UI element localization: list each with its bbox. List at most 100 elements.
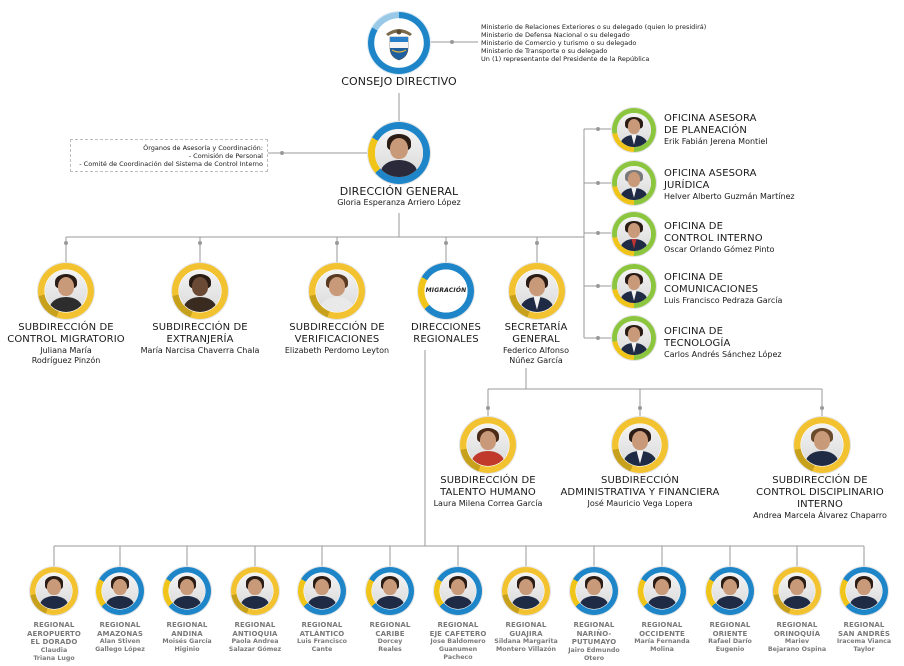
direccion-general: DIRECCIÓN GENERAL Gloria Esperanza Arrie… bbox=[300, 186, 498, 208]
regional-photo bbox=[366, 567, 414, 615]
regional-title: REGIONAL bbox=[505, 621, 547, 629]
regional-title: REGIONAL bbox=[33, 621, 75, 629]
sub-title: SUBDIRECCIÓN bbox=[601, 475, 679, 486]
oficina-juridica: OFICINA ASESORA JURÍDICA Helver Alberto … bbox=[664, 168, 802, 202]
oficina-name: Carlos Andrés Sánchez López bbox=[664, 350, 782, 359]
sub-title: EXTRANJERÍA bbox=[166, 334, 234, 345]
regional-photo bbox=[298, 567, 346, 615]
sub-title: SUBDIRECCIÓN DE bbox=[440, 475, 536, 486]
regional-name: Rafael Darío bbox=[708, 638, 752, 645]
regional-name: Otero bbox=[583, 654, 605, 662]
oficina-name: Oscar Orlando Gómez Pinto bbox=[664, 245, 775, 254]
regional-title: REGIONAL bbox=[573, 621, 615, 629]
organos-heading: Órganos de Asesoría y Coordinación: bbox=[143, 144, 263, 152]
sub-name: Elizabeth Perdomo Leyton bbox=[284, 346, 390, 355]
oficina-title: COMUNICACIONES bbox=[664, 284, 759, 295]
sub-name: María Narcisa Chaverra Chala bbox=[140, 346, 260, 355]
consejo-members-list: Ministerio de Relaciones Exteriores o su… bbox=[481, 23, 721, 63]
oficina-planeacion: OFICINA ASESORA DE PLANEACIÓN Erik Fabiá… bbox=[664, 113, 802, 147]
sub-name: Juliana María bbox=[40, 346, 92, 355]
regional-title: REGIONAL bbox=[301, 621, 343, 629]
oficina-title: OFICINA ASESORA bbox=[664, 168, 757, 179]
regional-name: Cante bbox=[311, 646, 333, 653]
direccion-title: DIRECCIÓN GENERAL bbox=[339, 185, 459, 198]
regional-name: Gallego López bbox=[95, 646, 145, 653]
regional-name: Claudia bbox=[40, 646, 68, 654]
regional-title: REGIONAL bbox=[641, 621, 683, 629]
regional-photo bbox=[706, 567, 754, 615]
regional-name: Eugenio bbox=[715, 646, 745, 653]
regional-title: ORINOQUÍA bbox=[773, 629, 821, 638]
regional-title: REGIONAL bbox=[234, 621, 276, 629]
regional-title: ANDINA bbox=[171, 629, 203, 638]
colombia-shield-emblem bbox=[368, 12, 430, 74]
regional-name: Montero Villazón bbox=[496, 646, 556, 653]
organos-asesoria-box: Órganos de Asesoría y Coordinación: - Co… bbox=[70, 139, 268, 172]
consejo-member: Ministerio de Relaciones Exteriores o su… bbox=[481, 23, 707, 31]
regional-name: Jose Baldomero bbox=[430, 638, 486, 645]
regional-title: REGIONAL bbox=[776, 621, 818, 629]
regional-title: ATLÁNTICO bbox=[299, 629, 345, 638]
regional-photo bbox=[840, 567, 888, 615]
regional-title: AEROPUERTO bbox=[27, 629, 81, 638]
direccion-general-photo bbox=[368, 122, 430, 184]
regional-photo bbox=[434, 567, 482, 615]
oficina-title: TECNOLOGÍA bbox=[664, 338, 731, 349]
regional-photo bbox=[773, 567, 821, 615]
sub-title: SUBDIRECCIÓN DE bbox=[772, 475, 868, 486]
sub-verificaciones: SUBDIRECCIÓN DE VERIFICACIONES Elizabeth… bbox=[270, 322, 404, 356]
oficina-control-interno-photo bbox=[612, 212, 656, 256]
regional-title: REGIONAL bbox=[709, 621, 751, 629]
sub-title: SUBDIRECCIÓN DE bbox=[18, 322, 114, 333]
sub-name: Núñez García bbox=[509, 356, 563, 365]
oficina-tecnologia-photo bbox=[612, 316, 656, 360]
sub-title: VERIFICACIONES bbox=[294, 334, 380, 345]
regional-name: Moisés García bbox=[162, 638, 212, 645]
sub-control-migratorio-photo bbox=[38, 263, 94, 319]
sub-name: Rodríguez Pinzón bbox=[31, 356, 101, 365]
regional-title: REGIONAL bbox=[99, 621, 141, 629]
regional-title: REGIONAL bbox=[166, 621, 208, 629]
oficina-control-interno: OFICINA DE CONTROL INTERNO Oscar Orlando… bbox=[664, 221, 802, 255]
oficina-comunicaciones: OFICINA DE COMUNICACIONES Luis Francisco… bbox=[664, 272, 802, 306]
regional-photo bbox=[570, 567, 618, 615]
sub-title: TALENTO HUMANO bbox=[440, 487, 536, 498]
oficina-title: OFICINA DE bbox=[664, 221, 724, 232]
secretaria-general-photo bbox=[509, 263, 565, 319]
oficina-title: DE PLANEACIÓN bbox=[664, 125, 747, 136]
regional-name: Dorcey bbox=[377, 638, 403, 645]
regional-title: NARIÑO- bbox=[576, 629, 612, 638]
regional-photo bbox=[163, 567, 211, 615]
regional-name: Salazar Gómez bbox=[228, 646, 282, 653]
regional-title: REGIONAL bbox=[437, 621, 479, 629]
consejo-member: Ministerio de Defensa Nacional o su dele… bbox=[481, 31, 630, 39]
direcciones-regionales-logo: MIGRACIÓN bbox=[418, 263, 474, 319]
regional-name: Sildana Margarita bbox=[494, 638, 558, 645]
organos-item: - Comité de Coordinación del Sistema de … bbox=[79, 160, 263, 168]
regional-photo bbox=[231, 567, 279, 615]
regional-photo bbox=[30, 567, 78, 615]
regional-name: Luis Francisco bbox=[296, 638, 348, 645]
sub-extranjeria-photo bbox=[172, 263, 228, 319]
oficina-planeacion-photo bbox=[612, 108, 656, 152]
sub-title: SECRETARÍA bbox=[504, 322, 568, 333]
sub-title: CONTROL MIGRATORIO bbox=[7, 334, 125, 345]
regional-name: Alan Stiven bbox=[99, 638, 141, 645]
regional-title: AMAZONAS bbox=[97, 629, 143, 638]
sub-title: GENERAL bbox=[512, 334, 560, 345]
regional-name: Mariev bbox=[784, 638, 810, 645]
oficina-title: OFICINA DE bbox=[664, 272, 724, 283]
regional-name: Molina bbox=[650, 646, 674, 653]
